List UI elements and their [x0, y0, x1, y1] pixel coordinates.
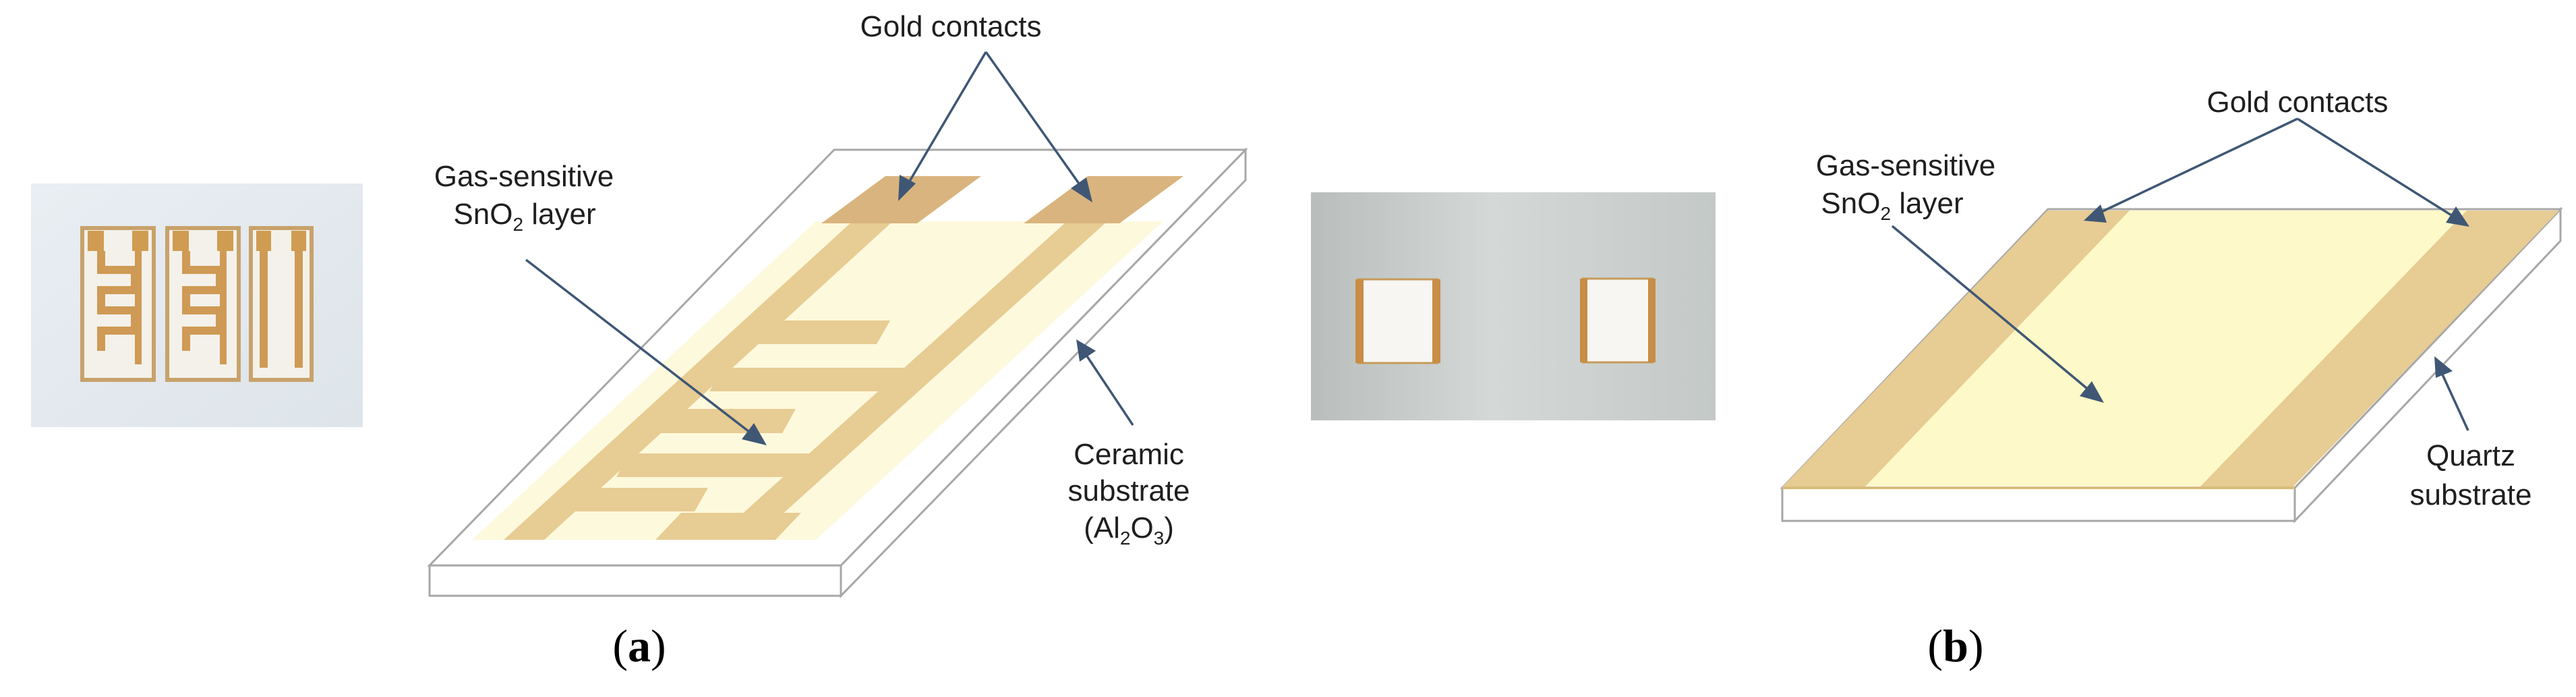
contact-pad-a-left: [821, 176, 981, 223]
label-b-sensitive-line1: Gas-sensitive: [1816, 149, 1996, 182]
arrow-b-gold-left: [2084, 117, 2298, 223]
label-a-sensitive-line1: Gas-sensitive: [434, 160, 614, 193]
photo-a-chip-2: [165, 226, 241, 382]
photo-a-chip-1: [80, 226, 156, 382]
photo-b-chip-1: [1355, 278, 1440, 364]
panel-a-letter: (a): [612, 620, 666, 671]
electrodes-a: [504, 221, 1107, 540]
panel-b-letter: (b): [1927, 620, 1983, 671]
photo-a-sensor-chips: [31, 184, 363, 427]
arrow-a-sensitive-layer: [525, 258, 767, 445]
diagram-a-ceramic-sensor: Gold contacts Gas-sensitive SnO2 layer C…: [427, 10, 1248, 671]
substrate-b-front-face: [1781, 486, 2296, 522]
label-a-gold-contacts: Gold contacts: [860, 10, 1041, 43]
diagram-b-quartz-sensor: Gold contacts Gas-sensitive SnO2 layer Q…: [1780, 86, 2563, 671]
label-a-substrate-line3: (Al2O3): [1084, 511, 1174, 549]
arrow-b-gold-right: [2297, 117, 2469, 227]
label-a-sensitive-line2: SnO2 layer: [453, 198, 595, 235]
arrow-a-gold-left: [898, 51, 987, 201]
contact-strip-b-right: [2200, 211, 2559, 487]
label-a-substrate-line2: substrate: [1068, 474, 1190, 507]
arrow-b-sensitive-layer: [1891, 225, 2104, 403]
contact-pad-a-right: [1024, 176, 1183, 223]
label-b-sensitive-line2: SnO2 layer: [1821, 187, 1963, 224]
label-b-substrate-line2: substrate: [2410, 478, 2532, 511]
arrow-a-substrate: [1076, 339, 1134, 426]
sensitive-layer-b: [1784, 211, 2559, 486]
arrow-b-substrate: [2434, 356, 2469, 431]
contact-strip-b-left: [1782, 211, 2130, 487]
arrow-a-gold-right: [985, 51, 1092, 202]
photo-b-sensor-chips: [1311, 192, 1716, 420]
substrate-a-front-face: [428, 564, 842, 597]
label-b-substrate-line1: Quartz: [2426, 439, 2515, 472]
label-a-substrate-line1: Ceramic: [1074, 438, 1184, 471]
photo-b-chip-2: [1580, 277, 1656, 364]
label-b-gold-contacts: Gold contacts: [2206, 86, 2388, 119]
photo-a-chip-3: [249, 226, 314, 382]
